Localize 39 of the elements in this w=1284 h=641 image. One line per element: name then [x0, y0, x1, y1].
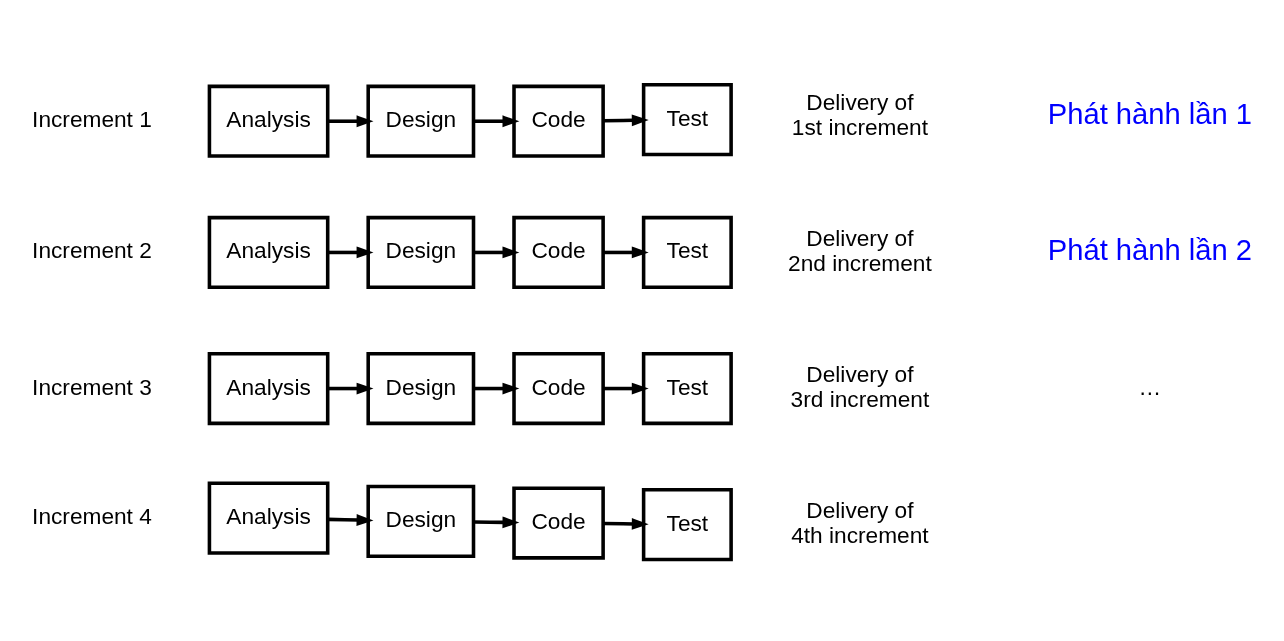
- label: Increment 3: [32, 373, 152, 400]
- arrow: [474, 516, 520, 529]
- node-box: Test: [641, 488, 733, 562]
- node-label: Delivery of 4th increment: [791, 497, 929, 548]
- label: Phát hành lần 2: [1047, 233, 1253, 266]
- node-box: Analysis: [207, 215, 330, 290]
- node-box: Code: [512, 215, 605, 290]
- arrow: [327, 246, 374, 259]
- node-box: Test: [641, 215, 733, 290]
- node-box: Design: [366, 351, 476, 426]
- node-box: Design: [366, 484, 476, 558]
- node-box: Design: [366, 215, 476, 290]
- node-box: Analysis: [207, 351, 330, 426]
- node-label: Delivery of 1st increment: [791, 89, 928, 140]
- node-box: Code: [512, 486, 605, 560]
- label: Increment 2: [32, 237, 152, 264]
- arrow: [603, 246, 649, 259]
- node-box: Analysis: [207, 481, 330, 555]
- arrow: [474, 382, 520, 395]
- arrow: [474, 115, 520, 128]
- arrow: [603, 382, 649, 395]
- node-label: Delivery of 3rd increment: [790, 361, 930, 412]
- node-box: Test: [641, 83, 733, 157]
- label: Increment 1: [32, 106, 152, 133]
- node-box: Analysis: [207, 84, 330, 158]
- arrow: [327, 514, 374, 526]
- arrow: [327, 382, 374, 395]
- node-box: Code: [512, 84, 605, 158]
- node-label: Delivery of 2nd increment: [788, 225, 932, 276]
- node-box: Code: [512, 351, 605, 426]
- label: Phát hành lần 1: [1047, 97, 1253, 130]
- arrow: [603, 114, 649, 127]
- arrow: [327, 115, 374, 128]
- label: Increment 4: [32, 503, 152, 530]
- label: …: [1138, 373, 1162, 400]
- arrow: [474, 246, 520, 259]
- node-box: Design: [366, 84, 476, 158]
- node-box: Test: [641, 351, 733, 426]
- arrow: [603, 518, 649, 530]
